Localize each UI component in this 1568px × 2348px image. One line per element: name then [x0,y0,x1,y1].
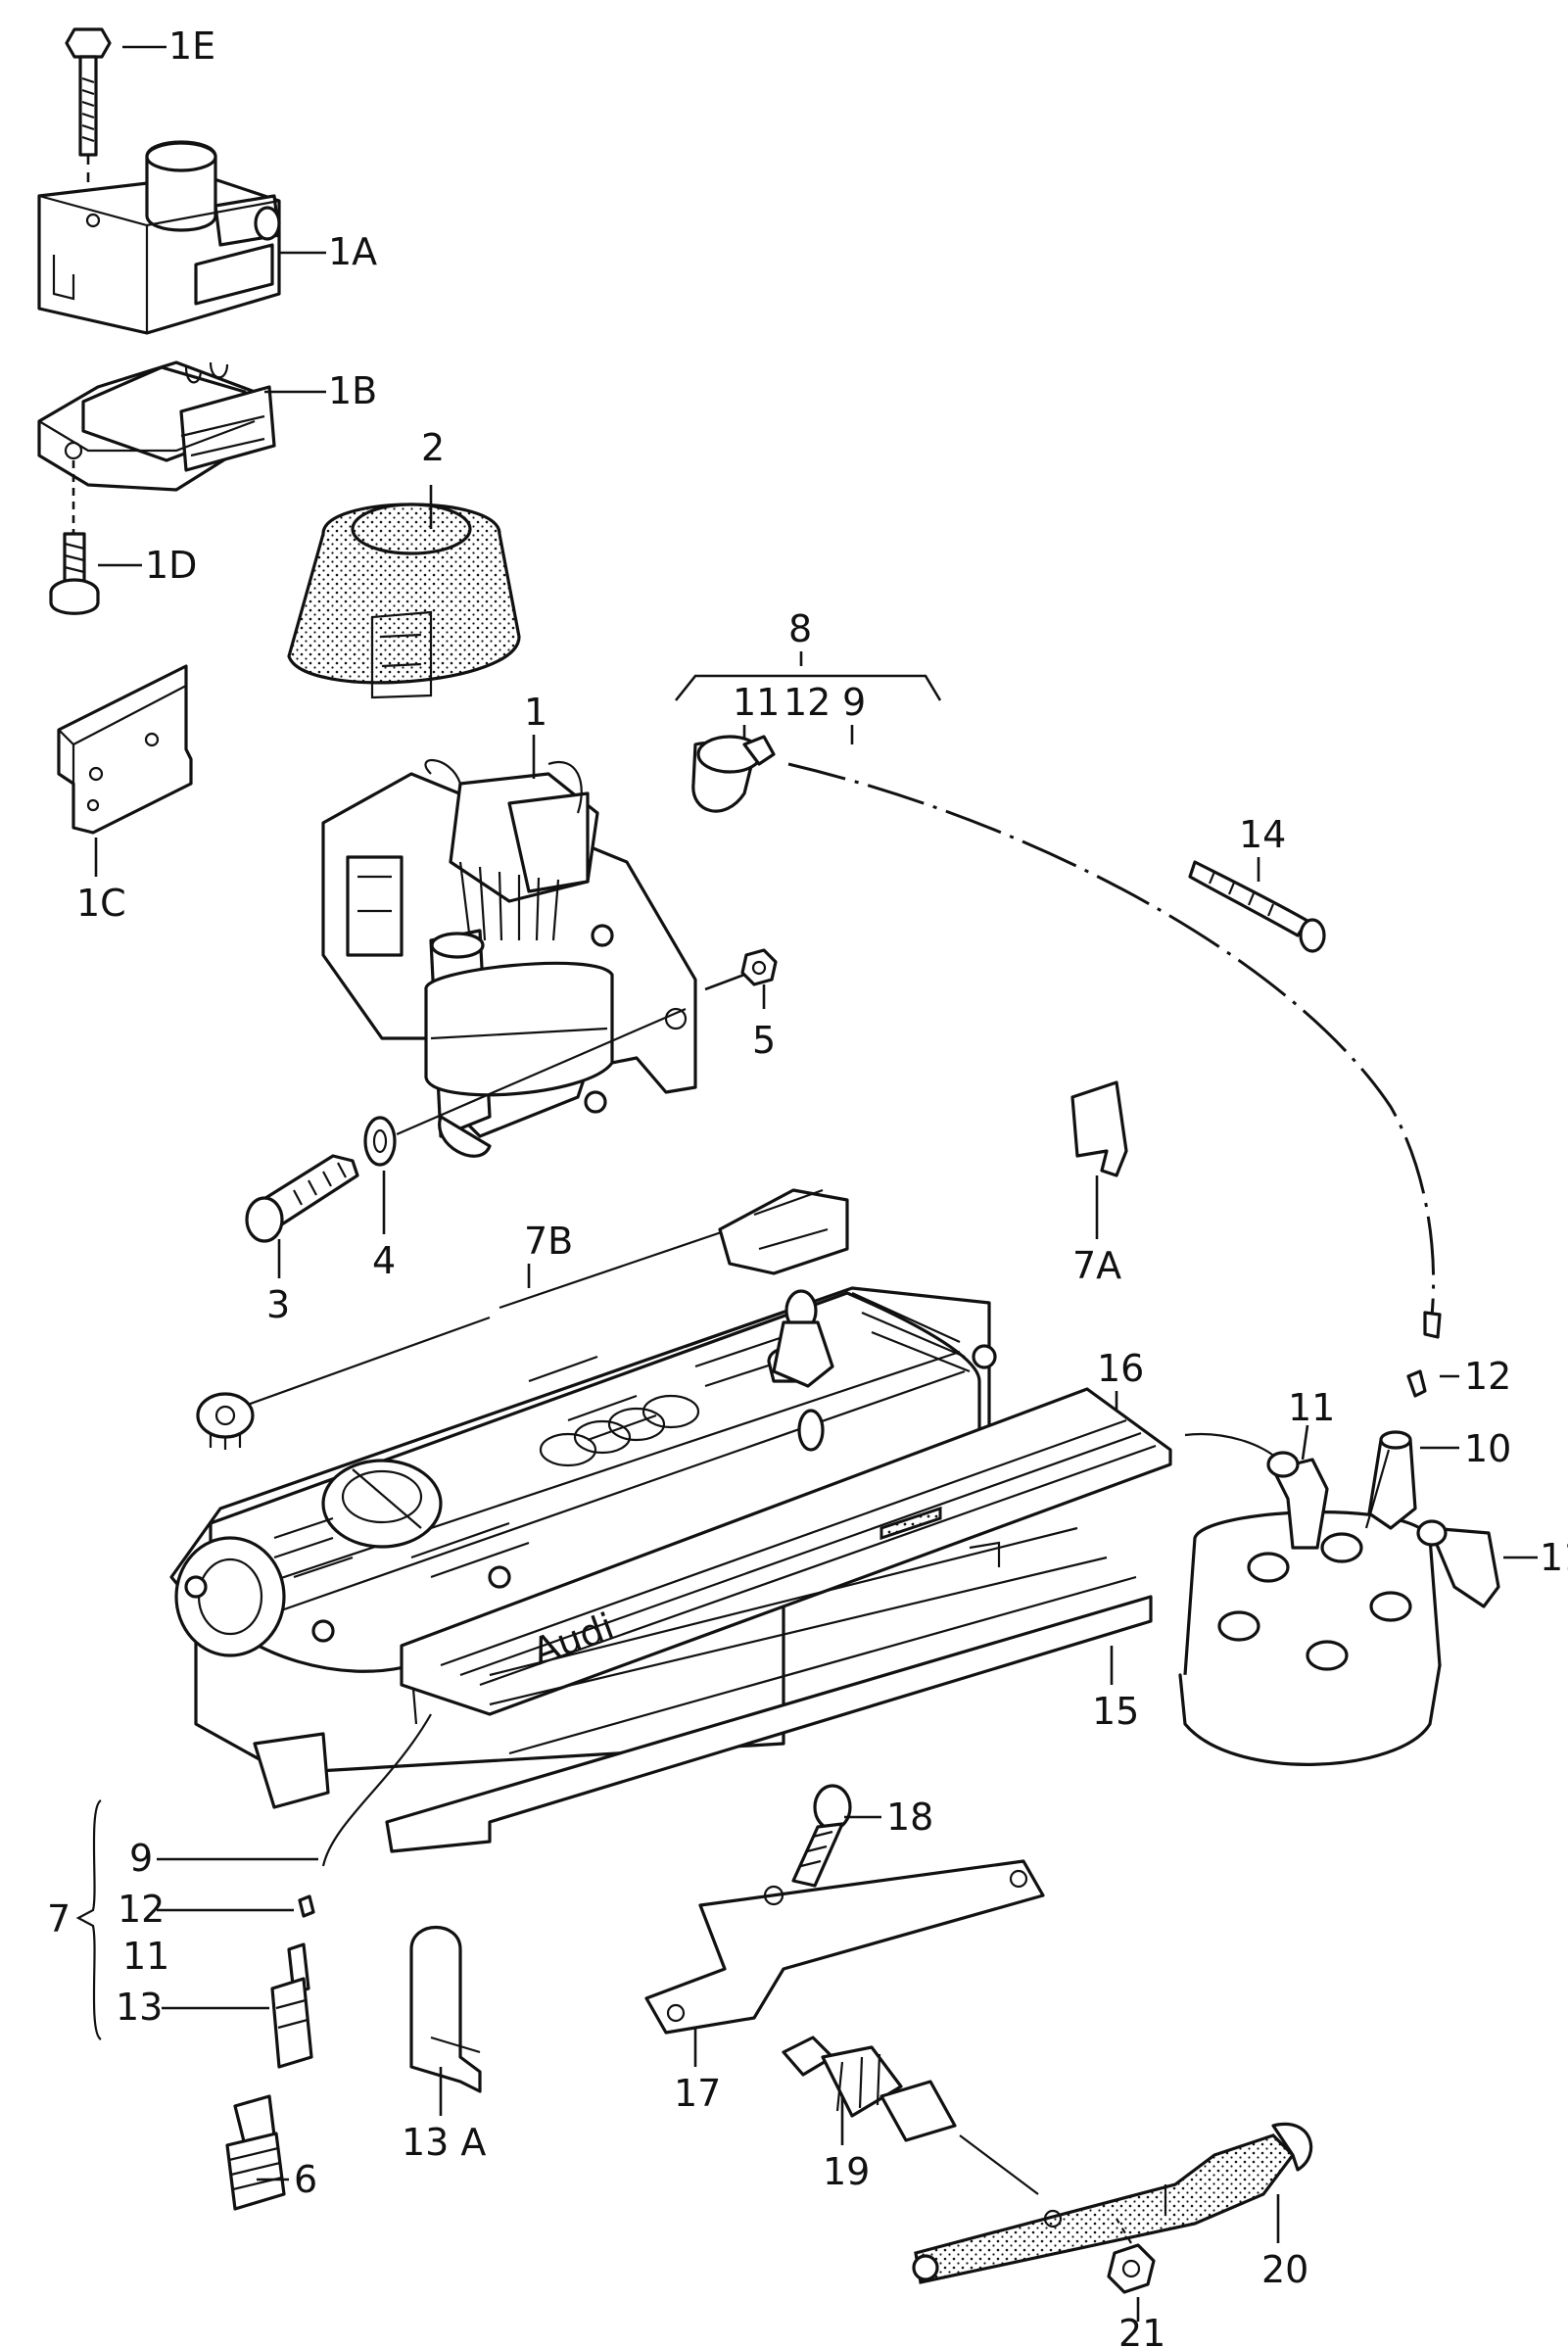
label-1C: 1C [76,882,126,925]
label-4: 4 [372,1239,396,1282]
cylinder-head [169,1286,997,1809]
label-15: 15 [1092,1690,1139,1733]
gasket-15 [385,1526,1153,1853]
label-1D: 1D [145,544,197,587]
spark-plug-set-7 [75,1799,315,2069]
label-18: 18 [886,1796,933,1839]
label-1: 1 [524,691,547,734]
leader-lines [94,45,1538,2322]
sensor-wire-7B [196,1188,849,1450]
ignition-lead-8 [691,735,1442,1339]
label-1A: 1A [328,230,377,273]
spark-lead-curve [321,1713,432,1867]
bracket-17 [644,1859,1045,2035]
label-11-set: 11 [122,1935,169,1978]
bracket-1C [57,664,193,835]
washer-4 [363,1007,687,1167]
dust-cover-2 [287,503,521,699]
label-12-right: 12 [1464,1355,1511,1398]
label-17: 17 [674,2072,721,2115]
clip-13A [409,1926,482,2093]
label-2: 2 [421,426,445,469]
label-21: 21 [1118,2312,1165,2348]
label-6: 6 [294,2158,317,2201]
label-13: 13 [116,1986,163,2029]
ignition-unit-1 [321,759,697,1158]
distributor-cap [1178,1510,1442,1766]
label-7A: 7A [1072,1244,1121,1287]
label-7B: 7B [524,1220,573,1263]
bolt-18 [791,1784,852,1888]
clip-12-right [1406,1369,1427,1398]
label-11-right: 11 [1540,1536,1568,1579]
label-7: 7 [47,1897,71,1941]
label-11-left: 11 [1288,1386,1335,1429]
control-module-1B [37,360,276,492]
label-19: 19 [823,2150,870,2193]
nut-21 [1107,2218,1156,2294]
label-3: 3 [266,1283,290,1326]
label-9: 9 [129,1837,153,1880]
label-20: 20 [1261,2248,1308,2291]
connector-11-right [1416,1519,1500,1608]
label-8-9: 9 [842,681,866,724]
label-8-11: 11 [733,681,780,724]
label-8-12: 12 [784,681,831,724]
spark-plug-6 [225,2094,286,2211]
audi-rings-logo [539,1394,700,1467]
connector-11-left [1266,1451,1329,1550]
label-10: 10 [1464,1427,1511,1470]
label-5: 5 [752,1019,776,1062]
bolt-3 [245,1154,359,1243]
label-13A: 13 A [402,2121,486,2164]
label-1E: 1E [168,24,215,68]
ground-strap-20 [912,2122,1313,2284]
label-16: 16 [1097,1347,1144,1390]
part-labels: 1E 1A 1B 1D 1C 2 1 8 11 12 9 14 5 4 3 7B… [47,24,1568,2348]
label-1B: 1B [328,369,377,412]
label-8: 8 [788,607,812,650]
label-14: 14 [1239,813,1286,856]
nut-5 [704,948,778,991]
label-12-left: 12 [118,1888,165,1931]
clip-7A [1070,1080,1128,1177]
cable-tie-14 [1188,860,1326,953]
boot-10 [1364,1430,1417,1530]
bolt-1D [49,460,100,615]
coil-lead [1184,1433,1279,1461]
sensor-19 [782,2036,1039,2195]
bolt-1E [65,27,112,231]
ignition-coil-1A [37,140,281,335]
